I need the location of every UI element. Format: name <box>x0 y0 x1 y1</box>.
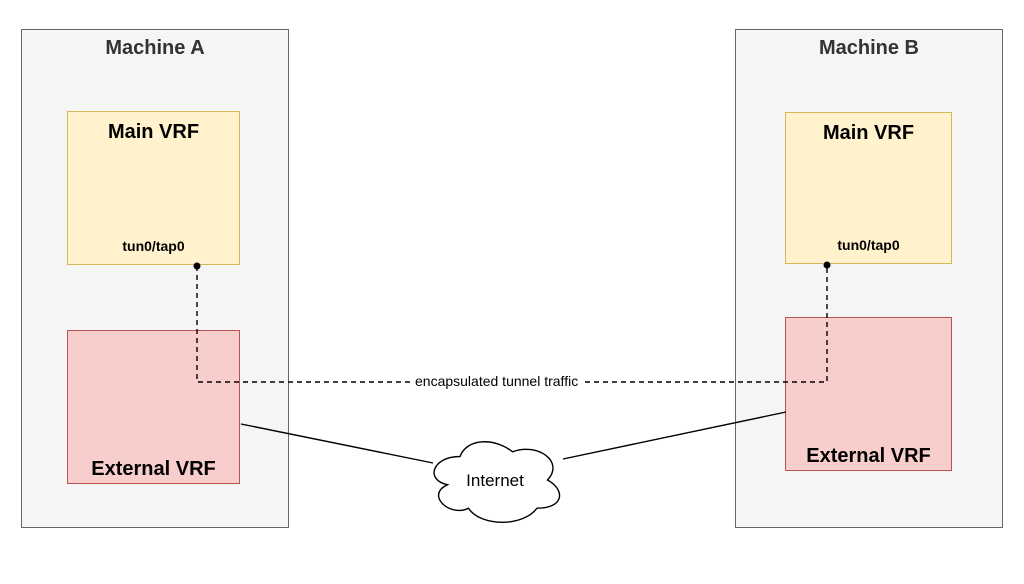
internet-label: Internet <box>466 471 524 490</box>
machine-b-title: Machine B <box>818 37 920 59</box>
machine-a-main-vrf-label: Main VRF <box>107 121 200 143</box>
machine-a-title: Machine A <box>105 37 205 59</box>
machine-b-box: Machine B Main VRF tun0/tap0 External VR… <box>735 29 1003 528</box>
machine-b-external-vrf-box: External VRF <box>785 317 952 471</box>
machine-a-main-vrf-box: Main VRF tun0/tap0 <box>67 111 240 265</box>
machine-a-interface-label: tun0/tap0 <box>122 238 185 254</box>
tunnel-traffic-label: encapsulated tunnel traffic <box>410 371 584 391</box>
machine-b-main-vrf-box: Main VRF tun0/tap0 <box>785 112 952 264</box>
machine-a-external-vrf-label: External VRF <box>91 458 216 480</box>
machine-a-external-vrf-box: External VRF <box>67 330 240 484</box>
machine-b-interface-label: tun0/tap0 <box>837 237 900 253</box>
machine-b-external-vrf-label: External VRF <box>806 445 931 467</box>
machine-a-box: Machine A Main VRF tun0/tap0 External VR… <box>21 29 289 528</box>
machine-b-main-vrf-label: Main VRF <box>822 122 915 144</box>
tunnel-dashed-path <box>196 265 828 383</box>
